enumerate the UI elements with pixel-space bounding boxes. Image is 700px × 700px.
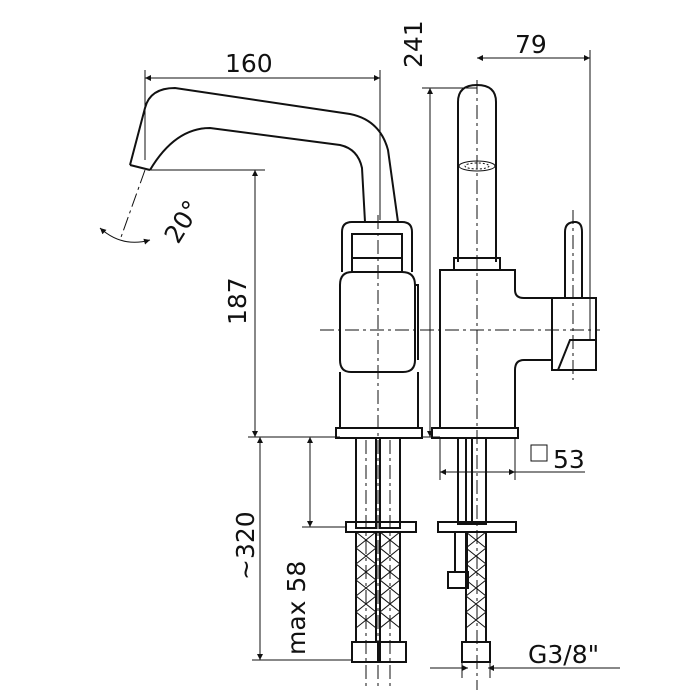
side-lever bbox=[564, 220, 583, 299]
supply-hoses bbox=[345, 437, 417, 690]
side-view: 241 79 53 G3/8" bbox=[399, 20, 620, 690]
dimension-spout-height: 187 bbox=[150, 169, 340, 438]
thread-label: G3/8" bbox=[528, 640, 599, 669]
dimension-max-deck: max 58 bbox=[282, 437, 346, 655]
lever-block bbox=[351, 257, 403, 273]
dimension-depth: 79 bbox=[477, 30, 591, 340]
dimension-spout-reach: 160 bbox=[144, 49, 381, 220]
square-symbol-icon bbox=[530, 444, 548, 462]
spout-tip bbox=[129, 164, 151, 171]
max-deck-label: max 58 bbox=[282, 561, 311, 655]
dimension-swivel-angle: 20° bbox=[99, 195, 207, 248]
swivel-angle-label: 20° bbox=[158, 195, 206, 248]
spout-reach-label: 160 bbox=[225, 49, 273, 78]
side-body bbox=[439, 269, 553, 429]
total-height-label: 241 bbox=[399, 20, 428, 68]
dimension-hose-length: ~320 bbox=[231, 437, 352, 661]
base-square-label: 53 bbox=[553, 445, 585, 474]
spout-centerline bbox=[119, 169, 146, 241]
dimension-total-height: 241 bbox=[399, 20, 477, 438]
spout-height-label: 187 bbox=[223, 277, 252, 325]
handle-bracket bbox=[341, 221, 413, 272]
side-base bbox=[431, 427, 519, 439]
faucet-body bbox=[339, 271, 416, 373]
depth-label: 79 bbox=[515, 30, 547, 59]
faucet-base bbox=[335, 427, 423, 439]
spout-inner-outline bbox=[149, 126, 366, 223]
side-mounting-set bbox=[437, 437, 517, 663]
dimension-thread: G3/8" bbox=[430, 640, 620, 678]
dimension-base-square: 53 bbox=[439, 437, 585, 480]
hose-length-label: ~320 bbox=[231, 511, 260, 580]
front-view: 160 187 20° ~320 max 58 bbox=[99, 49, 430, 690]
spout-outline bbox=[129, 86, 399, 223]
